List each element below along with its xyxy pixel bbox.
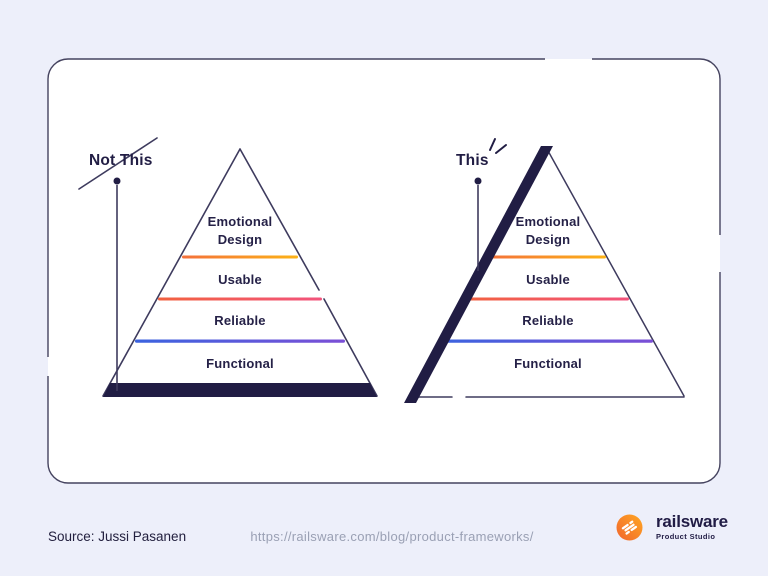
canvas-card [48,59,720,483]
not-this-label: Not This [89,152,153,169]
right-level-emotional-design: Emotional Design [515,214,581,247]
railsware-logo-text: railsware Product Studio [656,513,728,541]
left-level-functional: Functional [206,356,274,371]
brand-tagline: Product Studio [656,532,716,541]
left-level-reliable: Reliable [214,313,266,328]
left-level-emotional-design: Emotional Design [207,214,273,247]
railsware-logo-icon [616,514,643,540]
right-level-usable: Usable [526,272,570,287]
right-level-reliable: Reliable [522,313,574,328]
source-credit: Source: Jussi Pasanen [48,529,187,544]
brand-name: railsware [656,512,728,531]
right-level-functional: Functional [514,356,582,371]
railsware-logo: railsware Product Studio [616,513,728,541]
blog-url: https://railsware.com/blog/product-frame… [250,529,534,544]
this-label: This [456,152,489,169]
left-level-usable: Usable [218,272,262,287]
